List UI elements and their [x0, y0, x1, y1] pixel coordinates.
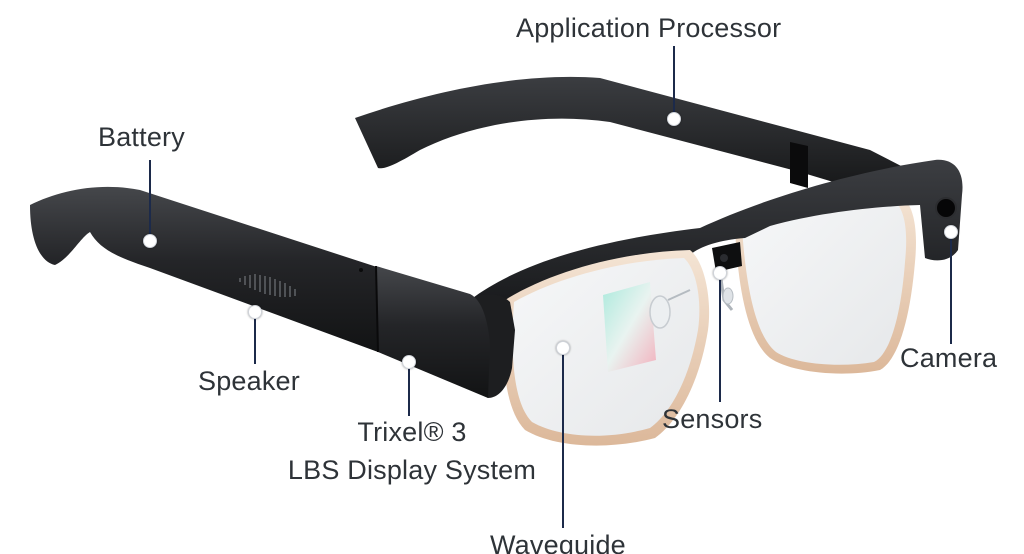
callout-dot-speaker: [248, 305, 262, 319]
label-sensors: Sensors: [662, 404, 763, 434]
near-temple-arm-front: [376, 266, 490, 398]
near-nose-pad: [649, 295, 671, 329]
label-camera: Camera: [900, 343, 998, 373]
rear-temple-arm: [355, 76, 905, 196]
callout-dot-battery: [143, 234, 157, 248]
arm-joint-seam: [375, 265, 379, 353]
sensor-lens: [720, 254, 728, 262]
leader-sensors: [719, 272, 721, 402]
label-waveguide: Waveguide: [490, 530, 626, 554]
callout-dot-camera: [944, 225, 958, 239]
label-application-processor: Application Processor: [516, 13, 782, 43]
nose-pad: [722, 287, 734, 305]
right-lens-glass: [742, 198, 907, 365]
leader-camera: [950, 232, 952, 344]
waveguide-display-patch: [603, 282, 656, 372]
leader-application-processor: [673, 46, 675, 118]
label-trixel-line2: LBS Display System: [287, 455, 537, 485]
near-nose-pad-arm: [667, 289, 691, 301]
leader-speaker: [254, 312, 256, 364]
arm-pin-dot: [359, 268, 363, 272]
label-speaker: Speaker: [198, 366, 300, 396]
leader-waveguide: [562, 348, 564, 528]
leader-trixel: [408, 362, 410, 416]
camera-lens: [935, 197, 957, 219]
rear-arm-hinge-slot: [790, 142, 808, 188]
label-trixel-line1: Trixel® 3: [357, 417, 467, 447]
callout-dot-waveguide: [556, 341, 570, 355]
frame-brow-bar: [470, 159, 963, 338]
near-temple-arm-rear: [30, 186, 380, 352]
speaker-grille-icon: [239, 274, 296, 297]
callout-dot-sensors: [713, 266, 727, 280]
label-trixel-display: Trixel® 3 LBS Display System: [262, 416, 562, 486]
callout-dot-trixel: [402, 355, 416, 369]
label-battery: Battery: [98, 122, 185, 152]
callout-dot-application-processor: [667, 112, 681, 126]
leader-battery: [149, 160, 151, 240]
